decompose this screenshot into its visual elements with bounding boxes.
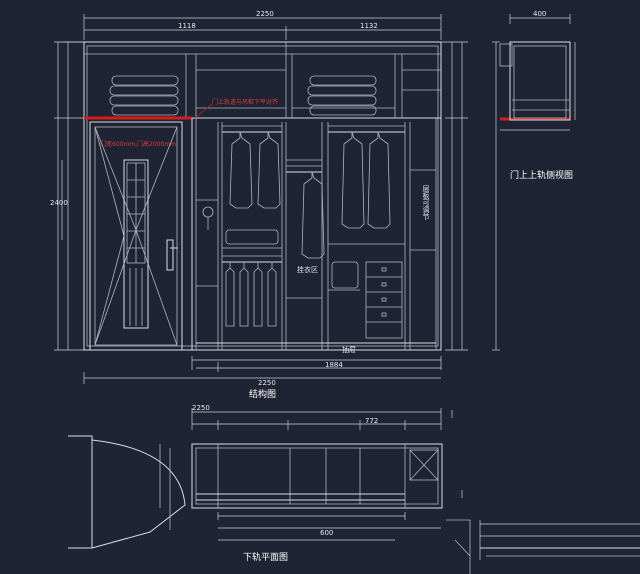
wardrobe-elevation [83,41,442,351]
dim-plan-total: 2250 [192,404,210,412]
dim-total-height: 2400 [50,199,68,207]
left-dimension-lines [54,41,84,351]
wardrobe-interior [191,118,437,350]
dim-top-detail: 400 [533,10,546,18]
label-hang-area: 挂衣区 [297,265,318,274]
sliding-door [89,121,183,351]
top-dimension-lines [63,14,445,43]
dim-total-width: 2250 [256,10,274,18]
right-dimension-lines [445,41,468,351]
dim-plan-part: 600 [320,529,333,537]
title-structure-view: 结构图 [249,388,276,400]
dim-bottom-part: 1884 [325,361,343,369]
red-note-top: 门上轨道与吊柜下平对齐 [212,98,278,106]
lower-plan-view [68,408,463,549]
dim-right-width: 1132 [360,22,378,30]
label-side-note: 层板可调节 [422,185,430,221]
hanging-garments [202,131,391,327]
bottom-dimension-lines [83,356,442,384]
label-drawer: 抽屉 [342,345,356,354]
dim-plan-mid: 772 [365,417,378,425]
dim-left-width: 1118 [178,22,196,30]
door-rail-detail [492,14,576,351]
title-lower-plan: 下轨平面图 [243,551,288,563]
dim-bottom-total: 2250 [258,379,276,387]
red-note-door: 门宽600mm,门高2000mm [100,140,176,148]
bottom-right-detail [446,519,640,574]
title-door-detail: 门上上轨侧视图 [510,169,573,181]
